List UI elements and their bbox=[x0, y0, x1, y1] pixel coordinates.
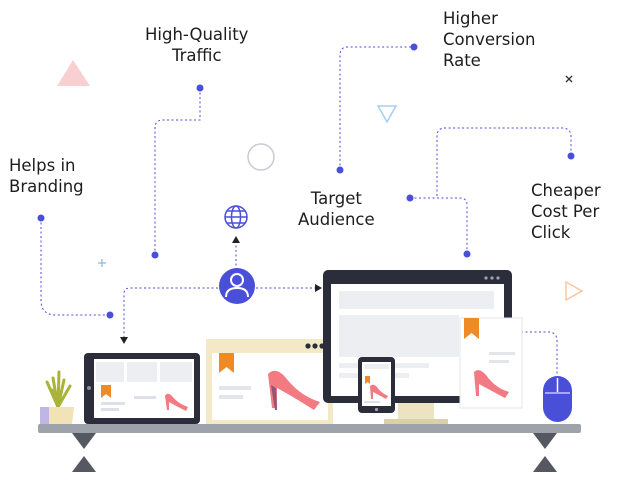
connector-lines bbox=[40, 46, 572, 376]
label-high-quality-traffic: High-Quality Traffic bbox=[145, 24, 248, 66]
connector-mouse bbox=[503, 331, 558, 376]
bookmark-icon bbox=[219, 353, 234, 373]
label-line: Cheaper bbox=[531, 181, 601, 200]
pink-triangle-decoration bbox=[57, 60, 90, 86]
bookmark-icon bbox=[101, 385, 111, 398]
label-line: Cost Per bbox=[531, 202, 600, 221]
label-helps-in-branding: Helps in Branding bbox=[9, 155, 84, 197]
globe-icon bbox=[224, 205, 248, 229]
connector-cpc bbox=[436, 127, 572, 196]
bookmark-icon bbox=[464, 318, 479, 339]
user-icon bbox=[219, 268, 255, 304]
ad-card bbox=[459, 317, 523, 409]
label-target-audience: Target Audience bbox=[298, 188, 375, 230]
label-line: Audience bbox=[298, 210, 375, 229]
play-triangle-outline-decoration bbox=[565, 280, 584, 302]
label-line: Branding bbox=[9, 177, 84, 196]
label-higher-conversion-rate: Higher Conversion Rate bbox=[443, 8, 536, 71]
label-line: Click bbox=[531, 223, 571, 242]
label-cheaper-cost-per-click: Cheaper Cost Per Click bbox=[531, 180, 601, 243]
table bbox=[38, 424, 581, 472]
phone-device bbox=[358, 357, 395, 413]
connector-user-tablet bbox=[123, 287, 218, 338]
connector-audience bbox=[339, 46, 414, 170]
shoe-icon bbox=[370, 384, 388, 399]
label-line: High-Quality bbox=[145, 25, 249, 44]
connector-dots bbox=[37, 43, 575, 319]
label-line: Higher bbox=[443, 9, 498, 28]
blue-triangle-outline-decoration bbox=[376, 105, 398, 124]
tablet-device bbox=[84, 353, 200, 424]
shoe-icon bbox=[268, 370, 320, 410]
browser-window bbox=[206, 339, 333, 424]
plant-icon bbox=[40, 370, 74, 424]
circle-outline-decoration bbox=[247, 143, 275, 171]
bookmark-icon bbox=[365, 376, 370, 384]
close-x-decoration bbox=[565, 75, 573, 83]
mouse-icon bbox=[543, 376, 572, 422]
shoe-icon bbox=[474, 370, 509, 398]
connector-target-device bbox=[410, 197, 468, 254]
label-line: Target bbox=[310, 189, 362, 208]
arrowheads bbox=[120, 236, 322, 344]
label-line: Conversion bbox=[443, 30, 536, 49]
plus-decoration bbox=[98, 259, 106, 267]
label-line: Rate bbox=[443, 51, 481, 70]
label-line: Traffic bbox=[171, 46, 222, 65]
connector-traffic bbox=[154, 88, 201, 255]
connector-branding bbox=[40, 218, 110, 316]
label-line: Helps in bbox=[9, 156, 76, 175]
shoe-icon bbox=[165, 393, 188, 411]
